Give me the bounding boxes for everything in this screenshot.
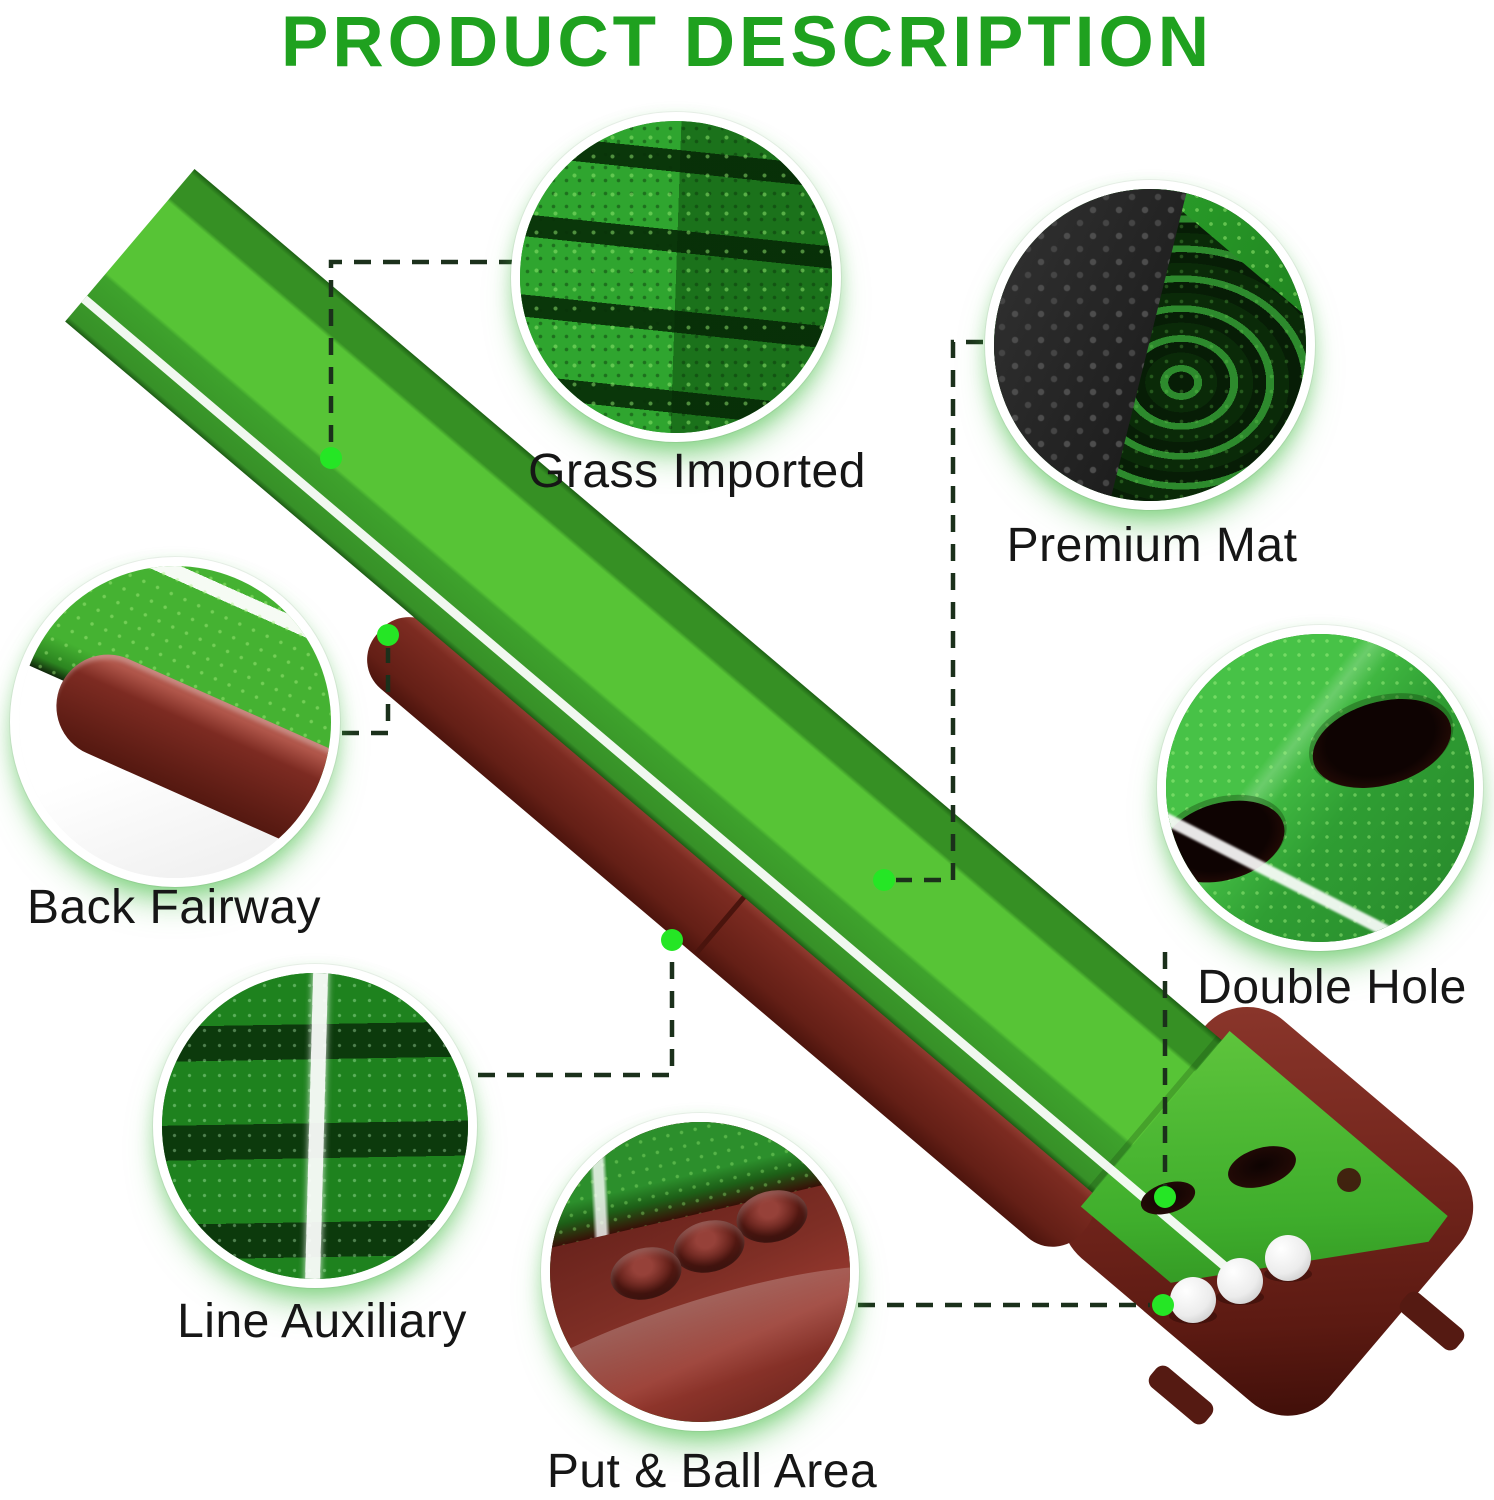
base-foot — [1148, 1365, 1214, 1425]
marker-dot-put-ball-area — [1152, 1294, 1174, 1316]
label-double-hole: Double Hole — [1197, 961, 1467, 1014]
marker-dot-back-fairway — [377, 624, 399, 646]
golf-ball — [1265, 1235, 1311, 1281]
center-guide-line — [81, 295, 1232, 1273]
label-line-auxiliary: Line Auxiliary — [177, 1295, 467, 1348]
connector-line-auxiliary — [478, 950, 675, 1078]
label-back-fairway: Back Fairway — [26, 881, 322, 934]
base-foot — [1399, 1291, 1465, 1351]
back-fairway-photo-circle — [10, 557, 340, 887]
marker-dot-premium-mat — [873, 869, 895, 891]
connector-premium-mat — [896, 339, 983, 883]
rail-seam — [694, 894, 748, 956]
grass-texture-image — [520, 121, 832, 433]
label-grass-imported: Grass Imported — [528, 445, 866, 498]
double-hole-photo-circle — [1157, 625, 1483, 951]
put-ball-area-photo-circle — [541, 1113, 859, 1431]
premium-mat-photo-circle — [985, 180, 1315, 510]
grass-imported-photo-circle — [511, 112, 841, 442]
marker-dot-line-auxiliary — [661, 929, 683, 951]
wooden-rail — [367, 617, 1095, 1247]
page-title: PRODUCT DESCRIPTION — [281, 3, 1213, 82]
golf-ball — [1170, 1277, 1216, 1323]
callout-connectors — [328, 259, 1168, 1308]
line-auxiliary-photo-circle — [153, 964, 477, 1288]
putting-mat — [65, 168, 1474, 1416]
turf-strip — [65, 168, 1278, 1240]
label-premium-mat: Premium Mat — [1006, 519, 1298, 572]
golf-ball — [1217, 1258, 1263, 1304]
hole-far — [1228, 1146, 1296, 1188]
label-put-ball-area: Put & Ball Area — [546, 1445, 878, 1498]
green-seam — [1087, 1035, 1222, 1193]
cup-holder — [1337, 1168, 1361, 1192]
callout-marker-dots — [320, 447, 1176, 1316]
connector-grass-imported — [328, 259, 516, 448]
marker-dot-double-hole — [1154, 1186, 1176, 1208]
connector-back-fairway — [342, 648, 391, 736]
marker-dot-grass-imported — [320, 447, 342, 469]
